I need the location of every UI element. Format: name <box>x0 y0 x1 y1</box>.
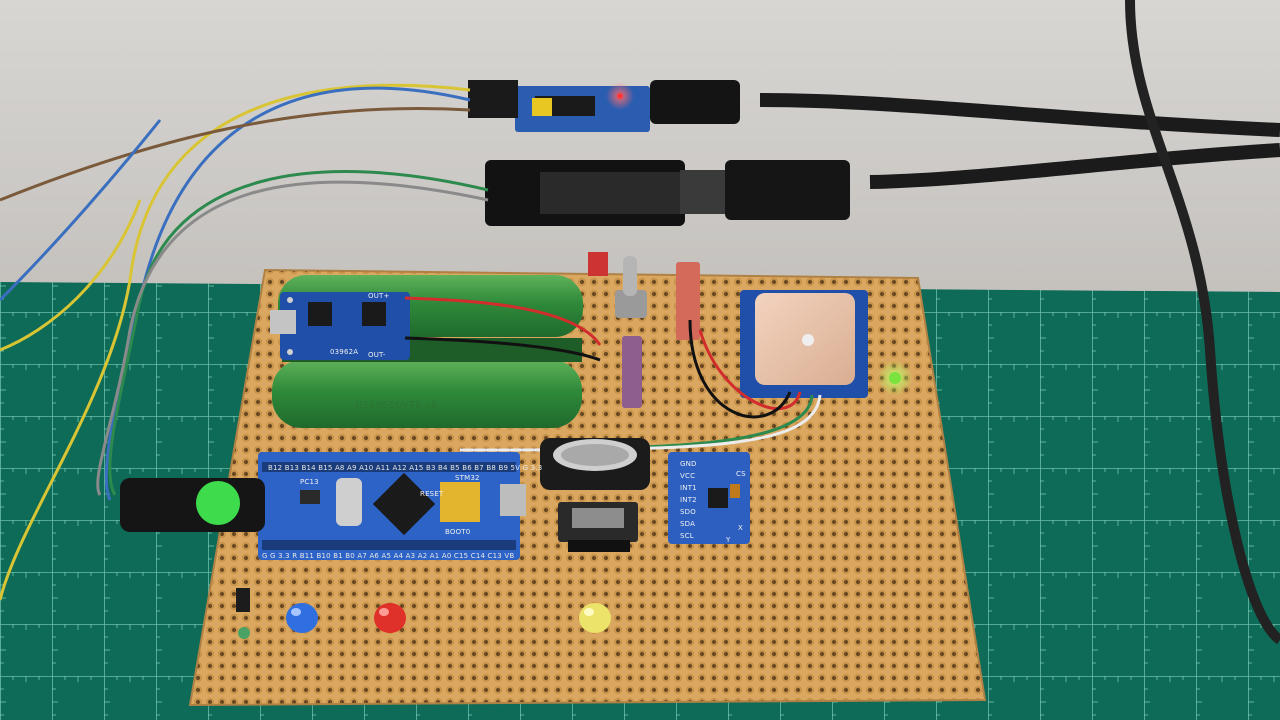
header-pins <box>236 588 250 612</box>
regulator-module-a <box>676 262 700 340</box>
led-red <box>374 603 406 633</box>
gps-wire-black <box>688 319 792 419</box>
regulator-module-b <box>622 336 642 408</box>
wire-brown <box>0 107 471 202</box>
usb-serial-adapter <box>468 80 740 132</box>
wire-yellow <box>0 83 471 601</box>
board-connector <box>120 478 265 532</box>
accelerometer-module <box>668 452 750 544</box>
rtc-battery-holder <box>540 438 650 490</box>
led-blue <box>286 603 318 633</box>
stm32-board: B12 B13 B14 B15 A8 A9 A10 A11 A12 A15 B3… <box>258 452 542 560</box>
toggle-switch <box>615 256 647 318</box>
st-link-programmer <box>485 160 850 226</box>
charger-wire-black <box>404 336 601 362</box>
red-jumper <box>588 252 608 276</box>
gps-wire-green <box>619 394 814 450</box>
usb-cable-top <box>759 93 1280 137</box>
charger-wire-red <box>404 296 602 346</box>
small-component <box>238 627 250 639</box>
charger-module <box>270 292 410 360</box>
led-yellow <box>579 603 611 633</box>
wire-grey <box>96 180 489 496</box>
wire-blue <box>104 86 471 501</box>
wire-green <box>108 170 489 496</box>
gps-module <box>740 290 868 398</box>
wire-yellow-left <box>0 199 142 352</box>
green-sticker <box>196 481 240 525</box>
wire-blue-left <box>0 119 162 302</box>
usb-cable-loop <box>1125 0 1280 645</box>
microsd-module <box>558 502 638 552</box>
usb-cable-bottom <box>869 143 1280 189</box>
gps-wire-red <box>698 329 802 411</box>
